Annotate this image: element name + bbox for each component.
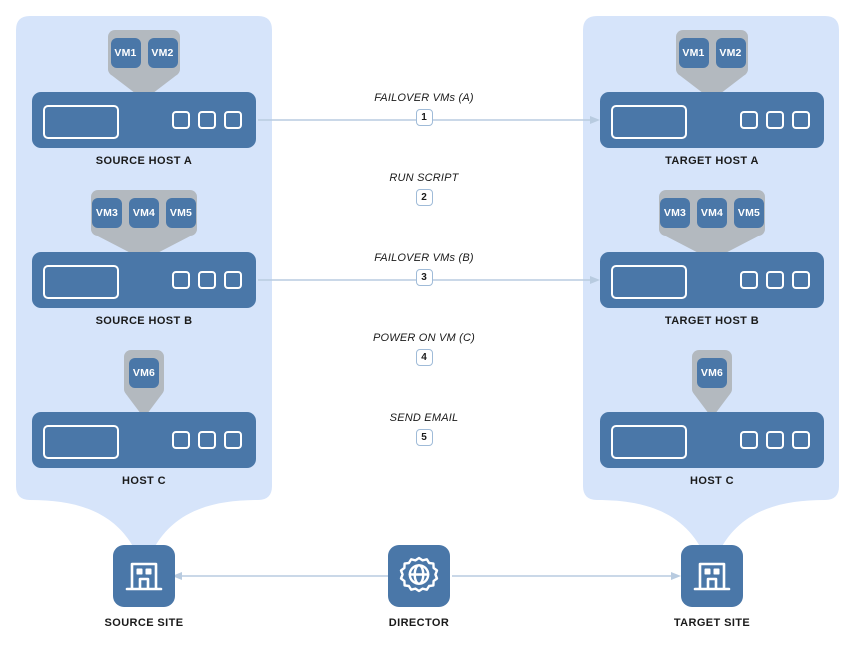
- vmgroup-target-host-a: VM1 VM2: [676, 30, 748, 76]
- host-target-host-c[interactable]: HOST C: [600, 412, 824, 487]
- step-label: FAILOVER VMs (A): [374, 92, 474, 104]
- host-screen: [611, 425, 687, 459]
- host-ports: [172, 271, 242, 289]
- vm-tile[interactable]: VM6: [129, 358, 159, 388]
- site-label: TARGET SITE: [673, 617, 751, 629]
- host-source-host-b[interactable]: SOURCE HOST B: [32, 252, 256, 327]
- vm-tile[interactable]: VM6: [697, 358, 727, 388]
- connector-director-to-source: [172, 572, 388, 580]
- host-screen: [43, 425, 119, 459]
- vm-tile[interactable]: VM5: [166, 198, 196, 228]
- host-screen: [611, 265, 687, 299]
- building-icon: [681, 545, 743, 607]
- vmgroup-source-host-a: VM1 VM2: [108, 30, 180, 76]
- step-label: SEND EMAIL: [389, 412, 459, 424]
- gear-globe-icon: [388, 545, 450, 607]
- host-port: [792, 431, 810, 449]
- vmgroup-target-host-b: VM3 VM4 VM5: [659, 190, 765, 236]
- host-ports: [740, 431, 810, 449]
- host-ports: [172, 111, 242, 129]
- host-source-host-a[interactable]: SOURCE HOST A: [32, 92, 256, 167]
- host-ports: [740, 111, 810, 129]
- host-screen: [43, 265, 119, 299]
- host-port: [198, 431, 216, 449]
- host-label: HOST C: [690, 475, 734, 487]
- host-ports: [740, 271, 810, 289]
- step-3: FAILOVER VMs (B) 3: [334, 252, 514, 286]
- host-target-host-b[interactable]: TARGET HOST B: [600, 252, 824, 327]
- vm-tile[interactable]: VM4: [697, 198, 727, 228]
- step-5: SEND EMAIL 5: [334, 412, 514, 446]
- host-port: [224, 271, 242, 289]
- vmgroup-source-host-b: VM3 VM4 VM5: [91, 190, 197, 236]
- host-port: [740, 111, 758, 129]
- step-badge: 1: [415, 109, 433, 126]
- host-port: [740, 271, 758, 289]
- vm-tile[interactable]: VM3: [660, 198, 690, 228]
- host-source-host-c[interactable]: HOST C: [32, 412, 256, 487]
- host-port: [792, 271, 810, 289]
- host-port: [740, 431, 758, 449]
- host-screen: [611, 105, 687, 139]
- site-label: DIRECTOR: [388, 617, 450, 629]
- step-label: RUN SCRIPT: [389, 172, 459, 184]
- host-port: [172, 111, 190, 129]
- host-port: [766, 431, 784, 449]
- vm-tile[interactable]: VM2: [147, 38, 178, 68]
- host-label: TARGET HOST B: [664, 315, 760, 327]
- site-label: SOURCE SITE: [104, 617, 184, 629]
- host-screen: [43, 105, 119, 139]
- vmgroup-target-host-c: VM6: [692, 350, 732, 396]
- vm-tile[interactable]: VM1: [678, 38, 709, 68]
- step-label: FAILOVER VMs (B): [374, 252, 474, 264]
- host-port: [792, 111, 810, 129]
- host-label: SOURCE HOST B: [95, 315, 193, 327]
- connector-director-to-target: [452, 572, 681, 580]
- vm-tile[interactable]: VM4: [129, 198, 159, 228]
- step-badge: 4: [415, 349, 433, 366]
- host-target-host-a[interactable]: TARGET HOST A: [600, 92, 824, 167]
- host-port: [172, 431, 190, 449]
- host-label: SOURCE HOST A: [95, 155, 193, 167]
- step-badge: 3: [415, 269, 433, 286]
- host-port: [198, 111, 216, 129]
- step-badge: 2: [415, 189, 433, 206]
- vm-tile[interactable]: VM2: [715, 38, 746, 68]
- step-label: POWER ON VM (C): [373, 332, 475, 344]
- host-ports: [172, 431, 242, 449]
- step-4: POWER ON VM (C) 4: [334, 332, 514, 366]
- host-label: HOST C: [122, 475, 166, 487]
- step-badge: 5: [415, 429, 433, 446]
- host-port: [766, 271, 784, 289]
- host-port: [224, 111, 242, 129]
- step-2: RUN SCRIPT 2: [334, 172, 514, 206]
- vm-tile[interactable]: VM1: [110, 38, 141, 68]
- vm-tile[interactable]: VM3: [92, 198, 122, 228]
- building-icon: [113, 545, 175, 607]
- vmgroup-source-host-c: VM6: [124, 350, 164, 396]
- vm-tile[interactable]: VM5: [734, 198, 764, 228]
- step-1: FAILOVER VMs (A) 1: [334, 92, 514, 126]
- host-port: [766, 111, 784, 129]
- host-label: TARGET HOST A: [665, 155, 759, 167]
- host-port: [172, 271, 190, 289]
- host-port: [198, 271, 216, 289]
- host-port: [224, 431, 242, 449]
- vmgroup-pointers: [94, 74, 762, 418]
